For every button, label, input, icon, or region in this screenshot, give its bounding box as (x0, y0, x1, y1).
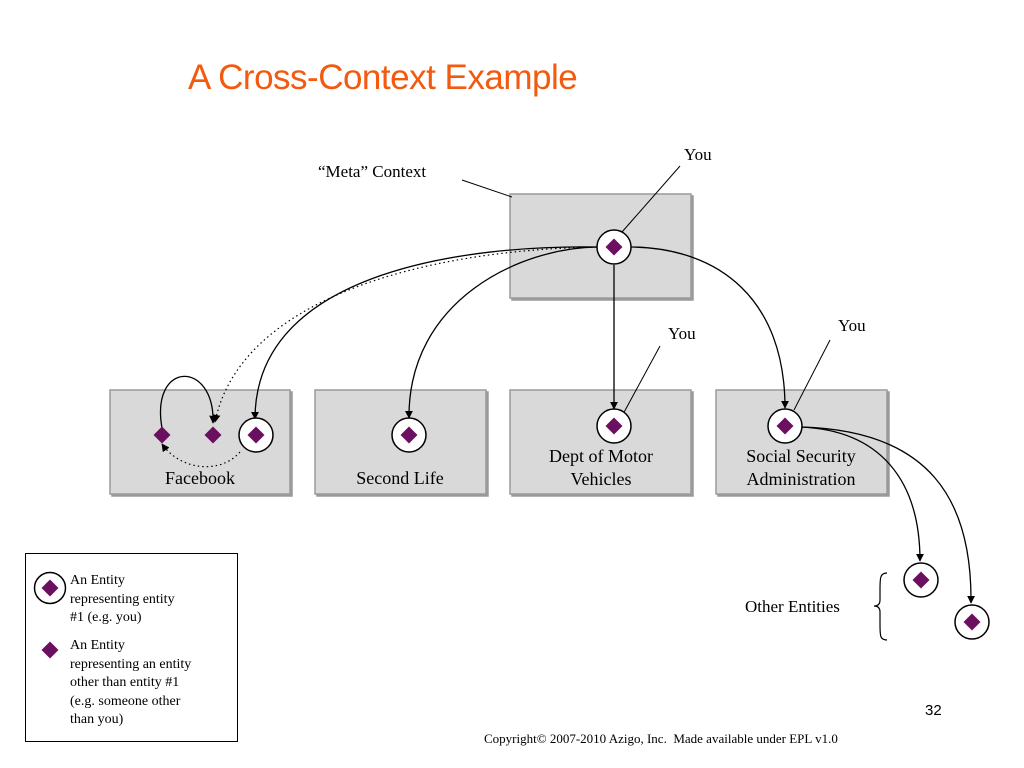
other-entities-brace (873, 572, 888, 641)
ssa-context-box (715, 389, 888, 495)
you-dmv-leader-line (621, 345, 661, 417)
other-entity-2 (954, 604, 990, 640)
you-top-leader-line (621, 165, 681, 233)
other-entity-1 (903, 562, 939, 598)
arrow-to-second-life (404, 246, 598, 419)
dotted-arrow-to-facebook-other (212, 246, 598, 423)
dmv-context-label-line2: Vehicles (571, 469, 632, 489)
ssa-context-label-line1: Social Security (746, 446, 855, 466)
arrow-to-facebook (251, 246, 598, 420)
you-ssa-leader-line (793, 339, 831, 411)
you-entity-facebook (238, 417, 274, 453)
slide-title: A Cross-Context Example (188, 58, 578, 97)
facebook-dotted-return-arrow (161, 443, 241, 468)
you-dmv-label: You (668, 324, 696, 343)
dmv-context-box (509, 389, 692, 495)
meta-context-leader-line (461, 179, 513, 198)
ssa-context-label-line2: Administration (747, 469, 856, 489)
legend-circled-diamond-icon (33, 571, 67, 605)
legend: An Entity representing entity #1 (e.g. y… (25, 553, 238, 742)
page-number: 32 (925, 702, 942, 719)
arrow-to-other-entity-2 (799, 426, 976, 604)
legend-item1-text: An Entity representing entity #1 (e.g. y… (70, 573, 175, 625)
arrow-to-other-entity-1 (799, 426, 924, 562)
second-life-context-label: Second Life (356, 468, 443, 488)
you-top-label: You (684, 145, 712, 164)
dmv-context-label-line1: Dept of Motor (549, 446, 653, 466)
meta-context-label: “Meta” Context (318, 162, 426, 181)
you-entity-second-life (391, 417, 427, 453)
facebook-other-entity-1 (153, 426, 171, 444)
you-entity-dmv (596, 408, 632, 444)
copyright-notice: Copyright© 2007-2010 Azigo, Inc. Made av… (484, 731, 838, 746)
facebook-other-entity-2 (204, 426, 222, 444)
legend-item2-text: An Entity representing an entity other t… (70, 638, 192, 727)
you-ssa-label: You (838, 316, 866, 335)
other-entities-label: Other Entities (745, 597, 840, 616)
you-entity-meta (596, 229, 632, 265)
you-entity-ssa (767, 408, 803, 444)
facebook-loop-arrow (159, 375, 218, 429)
arrow-to-ssa (630, 246, 789, 409)
facebook-context-label: Facebook (165, 468, 235, 488)
legend-diamond-icon (41, 641, 59, 659)
